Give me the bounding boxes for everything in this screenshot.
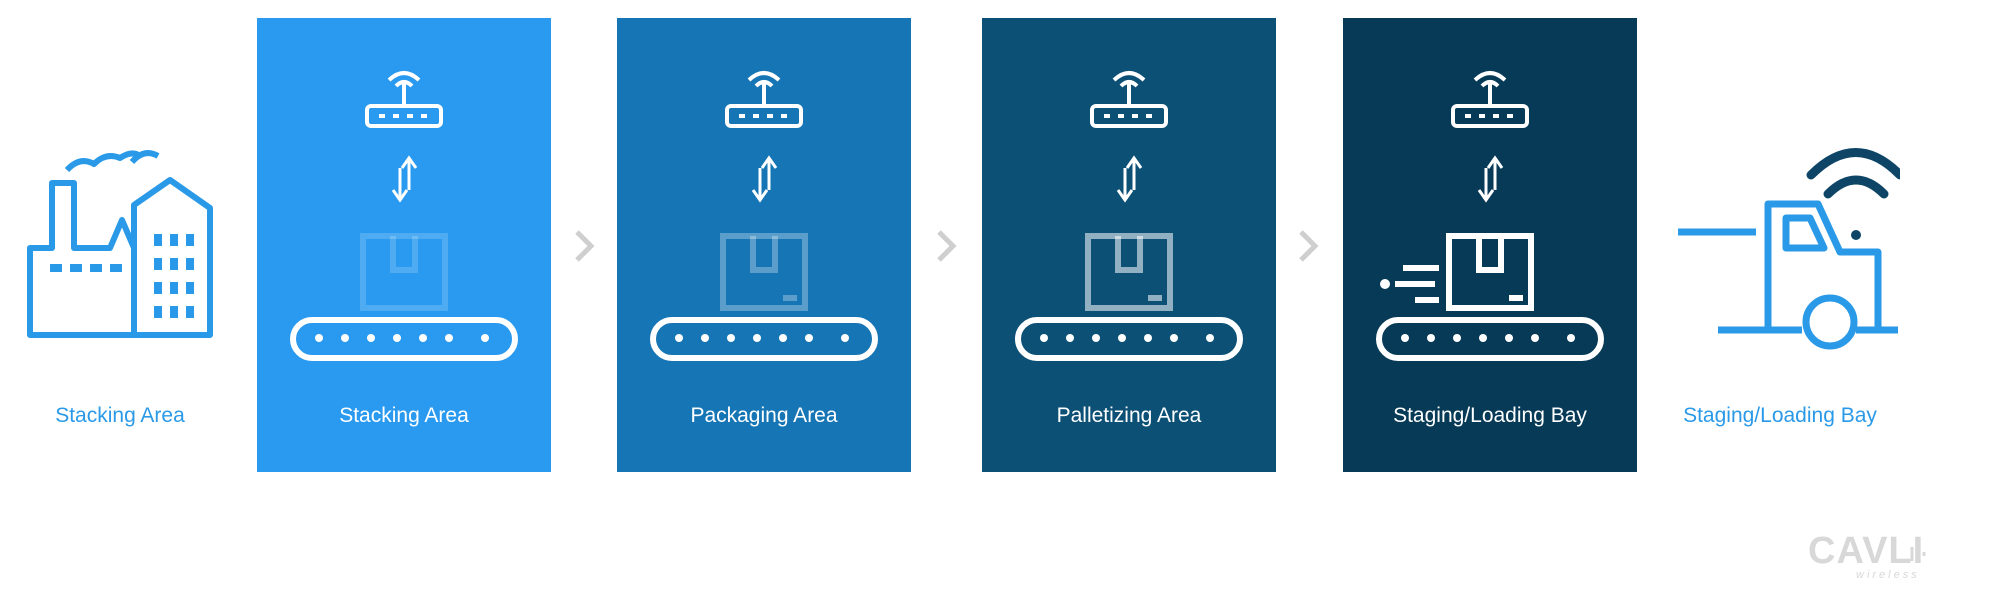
flow-arrow-icon [937, 230, 957, 262]
stage-label: Packaging Area [690, 404, 838, 427]
start-node: Stacking Area [0, 0, 240, 470]
stage-label: Staging/Loading Bay [1393, 404, 1587, 427]
brand-name: CAVLI [1808, 530, 1925, 572]
conveyor-belt-icon [650, 317, 878, 361]
end-label: Staging/Loading Bay [1683, 404, 1877, 427]
start-label: Stacking Area [55, 404, 185, 427]
router-icon [1451, 71, 1529, 128]
stage-panel-packaging: Packaging Area [617, 18, 911, 472]
router-icon [725, 71, 803, 128]
flow-arrow-icon [1299, 230, 1319, 262]
conveyor-belt-icon [1015, 317, 1243, 361]
factory-icon [27, 150, 213, 338]
stage-panel-stacking: Stacking Area [257, 18, 551, 472]
data-exchange-icon [751, 155, 778, 203]
conveyor-belt-icon [290, 317, 518, 361]
stage-panel-palletizing: Palletizing Area [982, 18, 1276, 472]
stage-label: Palletizing Area [1056, 404, 1202, 427]
package-icon [720, 233, 808, 311]
flow-arrow-icon [575, 230, 595, 262]
connected-truck-icon [1678, 148, 1900, 350]
brand-logo: CAVLI wireless [1808, 531, 1928, 583]
data-exchange-icon [1477, 155, 1504, 203]
moving-package-icon [1380, 233, 1534, 311]
signal-bars-icon [1910, 547, 1926, 561]
stage-label: Stacking Area [339, 404, 469, 427]
package-icon [360, 233, 448, 311]
data-exchange-icon [1116, 155, 1143, 203]
conveyor-belt-icon [1376, 317, 1604, 361]
data-exchange-icon [391, 155, 418, 203]
router-icon [1090, 71, 1168, 128]
end-node: Staging/Loading Bay [1660, 0, 1900, 470]
brand-sub: wireless [1856, 569, 1920, 581]
router-icon [365, 71, 443, 128]
package-icon [1085, 233, 1173, 311]
stage-panel-staging: Staging/Loading Bay [1343, 18, 1637, 472]
